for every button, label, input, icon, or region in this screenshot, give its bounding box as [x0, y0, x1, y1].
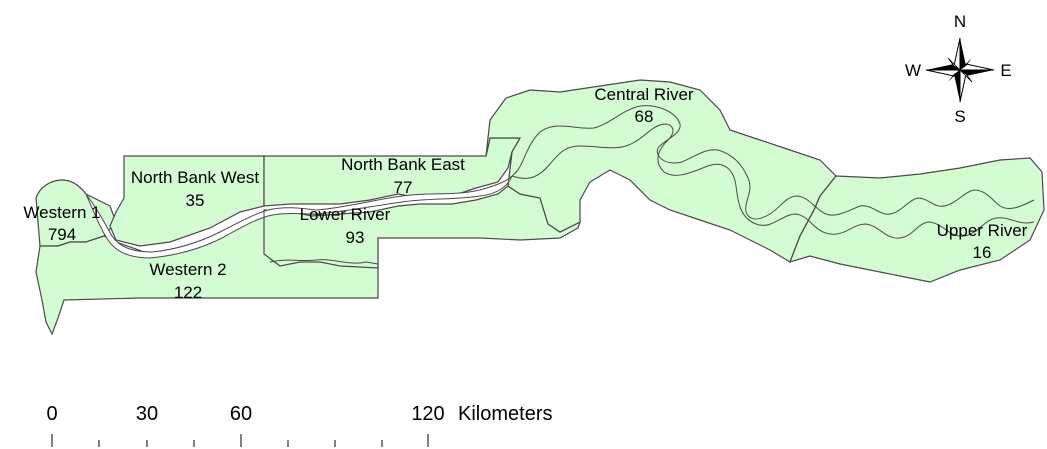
label-north-bank-west-value: 35: [186, 191, 205, 210]
scale-tick-label-30: 30: [136, 403, 158, 425]
scale-unit-label: Kilometers: [458, 403, 552, 425]
gambia-river: [85, 105, 1035, 259]
boundary-western2-lower: [263, 210, 281, 267]
scale-tick-label-60: 60: [230, 403, 252, 425]
label-upper-river-value: 16: [973, 243, 992, 262]
compass-north-label: N: [954, 12, 966, 31]
compass-star-icon: [925, 37, 995, 103]
scale-tick-label-0: 0: [46, 403, 57, 425]
label-lower-river-value: 93: [346, 228, 365, 247]
label-upper-river-name: Upper River: [937, 221, 1028, 240]
boundary-lower-central: [507, 137, 521, 187]
label-western-2-value: 122: [174, 283, 202, 302]
boundary-lower-river-south: [269, 259, 379, 265]
compass-east-label: E: [1000, 61, 1011, 80]
label-north-bank-west-name: North Bank West: [131, 168, 259, 187]
compass-south-label: S: [954, 107, 965, 126]
scale-bar: 0 30 60 120 Kilometers: [46, 403, 552, 447]
river-channel-south: [511, 123, 1035, 239]
label-central-river-value: 68: [635, 107, 654, 126]
region-labels: Western 1 794 North Bank West 35 Western…: [23, 85, 1027, 302]
label-north-bank-east-value: 77: [394, 178, 413, 197]
label-western-1-value: 794: [48, 225, 76, 244]
label-north-bank-east-name: North Bank East: [341, 155, 465, 174]
compass-west-label: W: [905, 61, 921, 80]
region-boundaries: [263, 137, 837, 267]
compass-rose: N S E W: [905, 12, 1012, 126]
scale-tick-label-120: 120: [411, 403, 444, 425]
river-channel: [511, 105, 1035, 220]
label-western-1-name: Western 1: [23, 203, 100, 222]
land-regions: [35, 79, 1045, 336]
boundary-central-upper: [789, 175, 837, 263]
label-lower-river-name: Lower River: [300, 205, 391, 224]
label-central-river-name: Central River: [594, 85, 694, 104]
label-western-2-name: Western 2: [149, 260, 226, 279]
